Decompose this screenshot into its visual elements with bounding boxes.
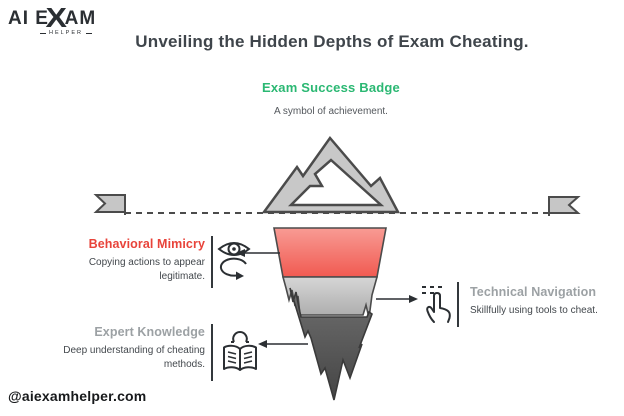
section-technical-navigation: Technical Navigation Skillfully using to…: [470, 285, 620, 318]
flag-icon: [93, 194, 126, 215]
surface-heading: Exam Success Badge: [261, 80, 400, 95]
arrow-right-icon: [376, 295, 418, 303]
section-heading: Behavioral Mimicry: [88, 237, 205, 251]
section-heading: Expert Knowledge: [94, 325, 205, 339]
flag-icon: [548, 196, 581, 216]
iceberg-layer-behavioral: [273, 227, 387, 278]
logo-part-right: AM: [64, 7, 97, 29]
reader-book-icon: [223, 331, 257, 371]
logo-subtitle: HELPER: [40, 30, 92, 36]
section-caption: Deep understanding of cheating methods.: [63, 345, 205, 370]
tap-select-icon: [422, 286, 451, 323]
logo-part-left: AI E: [8, 7, 49, 29]
section-expert-knowledge: Expert Knowledge Deep understanding of c…: [55, 325, 205, 372]
logo-x-mark: X: [45, 2, 69, 33]
section-caption: Copying actions to appear legitimate.: [88, 257, 205, 282]
eye-rotate-icon: [217, 242, 251, 280]
mountain-peak-icon: [261, 135, 401, 214]
arrow-left-icon: [258, 340, 308, 348]
footer-handle: @aiexamhelper.com: [8, 388, 147, 404]
section-heading: Technical Navigation: [470, 285, 597, 299]
iceberg-layer-expert: [289, 287, 373, 401]
surface-caption: A symbol of achievement.: [274, 106, 388, 117]
page-title: Unveiling the Hidden Depths of Exam Chea…: [135, 32, 529, 51]
divider: [211, 324, 213, 381]
surface-section: Exam Success Badge A symbol of achieveme…: [131, 80, 531, 117]
divider: [211, 236, 213, 288]
section-behavioral-mimicry: Behavioral Mimicry Copying actions to ap…: [55, 237, 205, 284]
iceberg-graphic: [273, 227, 387, 401]
divider: [457, 282, 459, 327]
section-caption: Skillfully using tools to cheat.: [470, 305, 598, 316]
